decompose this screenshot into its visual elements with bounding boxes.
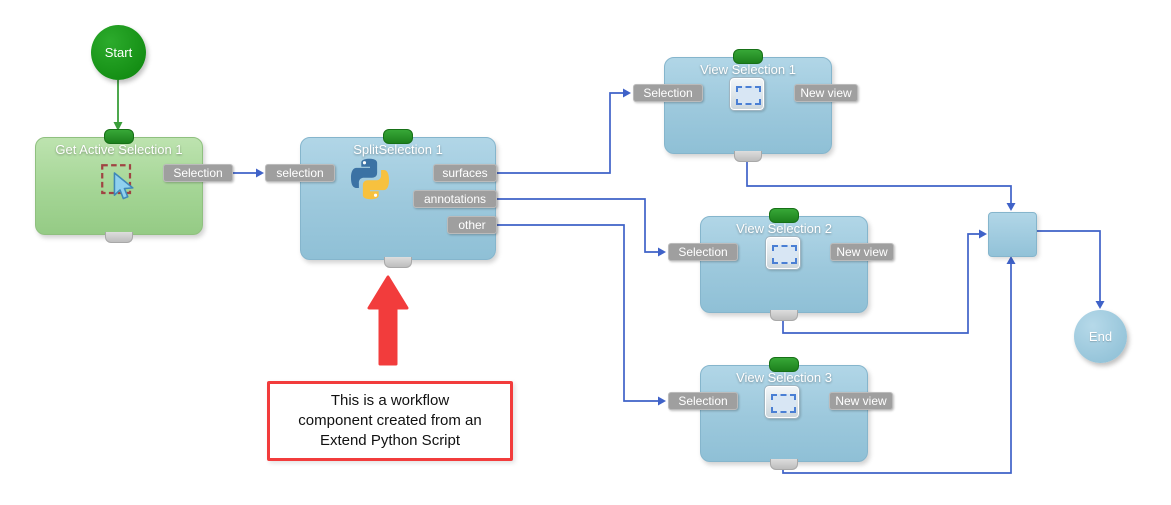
port-output-other[interactable]: other <box>447 216 497 234</box>
start-node[interactable]: Start <box>91 25 146 80</box>
wire-other-to-view3 <box>497 224 658 402</box>
wire-arrowhead <box>658 247 666 257</box>
node-bottom-connector[interactable] <box>734 151 762 162</box>
end-node[interactable]: End <box>1074 310 1127 363</box>
node-title: View Selection 3 <box>736 370 832 385</box>
wire-view1-to-junction <box>746 155 1012 204</box>
wire-arrowhead <box>1006 203 1016 211</box>
node-bottom-connector[interactable] <box>770 310 798 321</box>
annotation-callout: This is a workflow component created fro… <box>267 381 513 461</box>
callout-line-3: Extend Python Script <box>319 432 461 450</box>
node-top-connector[interactable] <box>769 208 799 223</box>
node-title: SplitSelection 1 <box>353 142 443 157</box>
node-bottom-connector[interactable] <box>770 459 798 470</box>
wire-arrowhead <box>1095 301 1105 309</box>
wire-arrowhead <box>623 88 631 98</box>
port-output-new-view[interactable]: New view <box>794 84 858 102</box>
node-bottom-connector[interactable] <box>105 232 133 243</box>
port-output-new-view[interactable]: New view <box>829 392 893 410</box>
node-title: View Selection 1 <box>700 62 796 77</box>
wire-arrowhead <box>658 396 666 406</box>
node-top-connector[interactable] <box>383 129 413 144</box>
wire-junction-to-end <box>1035 230 1101 302</box>
port-input-selection[interactable]: Selection <box>633 84 703 102</box>
port-output-surfaces[interactable]: surfaces <box>433 164 497 182</box>
node-bottom-connector[interactable] <box>384 257 412 268</box>
node-title: Get Active Selection 1 <box>55 142 183 157</box>
wire-annotations-to-view2 <box>497 198 658 253</box>
marquee-selection-inner <box>772 245 797 264</box>
port-output-new-view[interactable]: New view <box>830 243 894 261</box>
wire-arrowhead <box>256 168 264 178</box>
red-up-arrow-icon <box>367 275 409 366</box>
callout-line-2: component created from an <box>298 411 482 429</box>
node-title: View Selection 2 <box>736 221 832 236</box>
wire-surfaces-to-view1 <box>497 92 623 174</box>
port-output-annotations[interactable]: annotations <box>413 190 497 208</box>
marquee-selection-icon[interactable] <box>765 236 801 270</box>
marquee-selection-icon[interactable] <box>764 385 800 419</box>
start-node-label: Start <box>104 45 133 60</box>
callout-line-1: This is a workflow <box>330 391 450 409</box>
wire-arrowhead <box>979 229 987 239</box>
selection-cursor-icon <box>101 164 134 200</box>
port-input-selection[interactable]: Selection <box>668 243 738 261</box>
marquee-selection-icon[interactable] <box>729 77 765 111</box>
port-output-selection[interactable]: Selection <box>163 164 233 182</box>
junction-node[interactable] <box>988 212 1037 257</box>
node-view-selection-1[interactable]: View Selection 1 <box>664 49 832 162</box>
marquee-selection-inner <box>736 86 761 105</box>
wire-arrowhead <box>1006 256 1016 264</box>
port-input-selection[interactable]: selection <box>265 164 335 182</box>
port-input-selection[interactable]: Selection <box>668 392 738 410</box>
python-logo-icon <box>350 158 390 200</box>
marquee-selection-inner <box>771 394 796 413</box>
node-top-connector[interactable] <box>733 49 763 64</box>
end-node-label: End <box>1088 329 1113 344</box>
